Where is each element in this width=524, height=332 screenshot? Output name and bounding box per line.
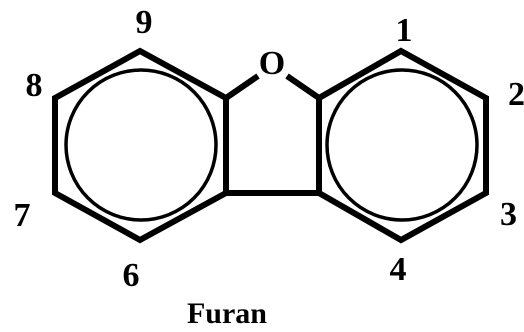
position-label-3: 3 — [500, 196, 517, 233]
left-oxygen-bond — [224, 73, 260, 101]
position-label-9: 9 — [136, 4, 153, 41]
right-benzene-ring — [316, 47, 489, 244]
position-label-1: 1 — [396, 12, 413, 49]
diagram-caption: Furan — [187, 297, 267, 330]
position-label-7: 7 — [14, 197, 31, 234]
position-label-4: 4 — [390, 251, 407, 288]
position-label-8: 8 — [26, 67, 43, 104]
right-aromatic-circle — [325, 68, 479, 222]
right-oxygen-bond — [285, 73, 321, 101]
left-benzene-ring — [52, 47, 229, 244]
position-label-2: 2 — [508, 76, 524, 113]
position-label-6: 6 — [123, 257, 140, 294]
oxygen-atom-label: O — [259, 45, 285, 82]
left-aromatic-circle — [64, 68, 218, 222]
